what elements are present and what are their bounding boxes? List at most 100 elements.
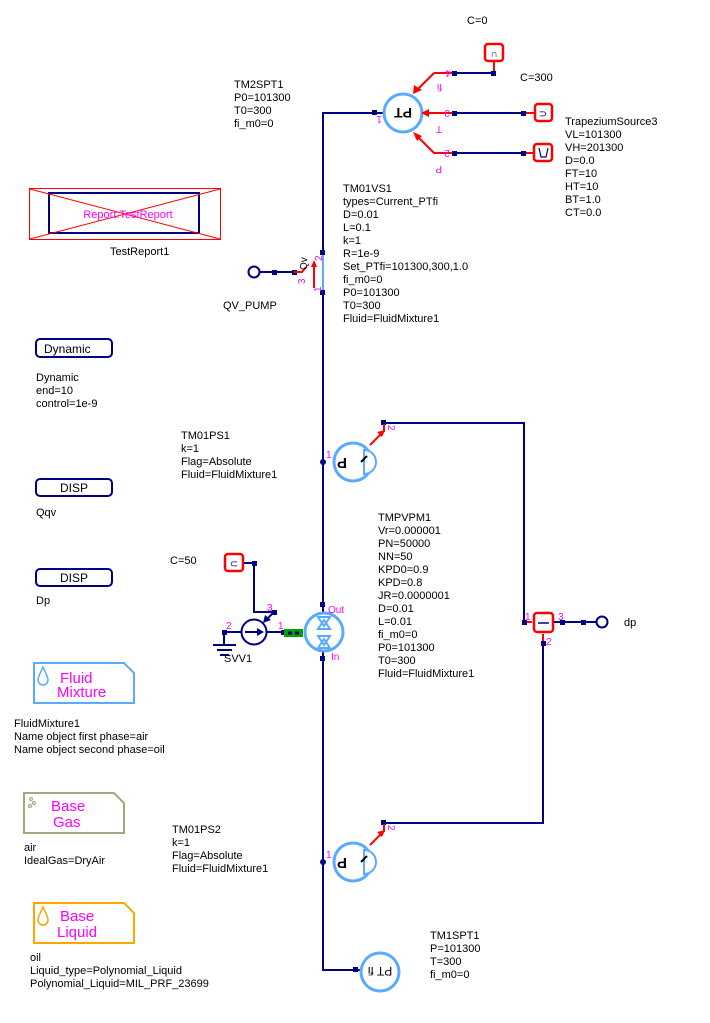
disp-button-qqv[interactable]: DISP <box>35 478 113 497</box>
tm1spt1-lines-0-text: TM1SPT1 <box>430 930 480 942</box>
qv_pump-pins-p2-text: 2 <box>314 255 325 261</box>
tm01vs1-lines-10-text: Fluid=FluidMixture1 <box>343 313 439 325</box>
trapezium-source[interactable] <box>532 142 554 163</box>
pressure-sensor-2[interactable]: P 1 2 <box>326 824 396 883</box>
rect-shape <box>222 630 227 635</box>
rect-shape <box>532 142 554 163</box>
polygon-shape <box>316 635 332 647</box>
test-report-name: TestReport1 <box>110 246 169 258</box>
constant-source-c50[interactable]: ⊂ <box>223 552 245 573</box>
rect-shape <box>288 631 292 635</box>
base_liquid-title_2-text: Liquid <box>57 924 97 941</box>
tmpvpm1-lines-8-text: L=0.01 <box>378 616 412 628</box>
tm2spt1-block[interactable]: PT 1 4 fi 3 T 2 P <box>376 62 534 174</box>
polyline-shape <box>417 72 435 90</box>
source-glyph-icon: ⊂ <box>230 559 238 570</box>
tm2spt1-pins-fi-text: fi <box>437 81 442 92</box>
svv1-valve[interactable]: 2 3 1 <box>213 561 303 656</box>
rect-shape <box>521 151 526 156</box>
rect-shape <box>35 338 113 358</box>
tm1spt1-lines-3-text: fi_m0=0 <box>430 969 469 981</box>
pressure-sensor-1[interactable]: P 1 2 <box>326 424 396 483</box>
tm01vs1-lines-3-text: L=0.1 <box>343 222 371 234</box>
rect-shape <box>521 111 526 116</box>
tm01ps2-lines-3-text: Fluid=FluidMixture1 <box>172 863 268 875</box>
rect-shape <box>381 420 386 425</box>
tm2spt1-params: TM2SPT1 P0=101300 T0=300 fi_m0=0 <box>234 79 291 130</box>
circle-shape <box>27 803 33 809</box>
base-liquid-block[interactable]: Base Liquid <box>33 902 135 944</box>
disp-button-dp[interactable]: DISP <box>35 568 113 587</box>
tmpvpm1-pins-out-text: Out <box>328 605 344 616</box>
tm1spt1-block[interactable]: PT fi <box>359 951 401 993</box>
c300-label: C=300 <box>520 72 553 84</box>
rect-shape <box>560 620 565 625</box>
tmpvpm1-pump[interactable]: Out In <box>303 605 345 663</box>
base-gas-block[interactable]: Base Gas <box>23 792 125 834</box>
polygon-shape <box>316 616 332 628</box>
tmpvpm1-lines-7-text: D=0.01 <box>378 603 414 615</box>
tm01ps2-pins-p1-text: 1 <box>326 850 332 861</box>
trapezium-lines-1-text: VL=101300 <box>565 129 622 141</box>
tm01ps2-lines-2-text: Flag=Absolute <box>172 850 243 862</box>
polygon-shape <box>263 615 271 623</box>
constant-source-c0[interactable]: ∩ <box>483 42 505 63</box>
circle-shape <box>320 859 326 865</box>
path-shape <box>363 448 377 476</box>
rect-shape <box>581 620 586 625</box>
rect-shape <box>35 568 113 587</box>
polygon-shape <box>413 132 422 141</box>
qv-pump-sensor[interactable]: Qv 2 3 1 <box>247 255 326 292</box>
c50-label: C=50 <box>170 555 197 567</box>
base_gas-title_1-text: Base <box>51 798 85 815</box>
tm01vs1-lines-2-text: D=0.01 <box>343 209 379 221</box>
tm01ps2-symbol-text: P <box>337 854 347 871</box>
base-gas-params: air IdealGas=DryAir <box>24 842 105 867</box>
main-wires <box>320 110 596 972</box>
rect-shape <box>48 192 200 234</box>
tm2spt1-lines-0-text: TM2SPT1 <box>234 79 284 91</box>
line-shape <box>29 188 221 240</box>
svv1-pins-p3-text: 3 <box>267 603 273 614</box>
gas-bubbles-icon <box>27 796 37 809</box>
rect-shape <box>272 270 277 275</box>
tm01vs1-params: TM01VS1 types=Current_PTfi D=0.01 L=0.1 … <box>343 183 468 325</box>
base_liquid-lines-1-text: Liquid_type=Polynomial_Liquid <box>30 965 182 977</box>
subtract-pins-p3-text: 3 <box>558 612 564 623</box>
fluid_mixture-lines-1-text: Name object first phase=air <box>14 731 149 743</box>
subtract-block[interactable]: 1 3 2 <box>522 611 586 648</box>
circle-shape <box>28 796 34 802</box>
fluid_mixture-lines-2-text: Name object second phase=oil <box>14 744 165 756</box>
tm01ps1-lines-3-text: Fluid=FluidMixture1 <box>181 469 277 481</box>
svv1-pins-p1-text: 1 <box>278 621 284 632</box>
tm01vs1-lines-7-text: fi_m0=0 <box>343 274 382 286</box>
dp-output-port[interactable] <box>595 615 609 629</box>
fluid-mixture-block[interactable]: Fluid Mixture <box>33 662 135 704</box>
tm2spt1-pins-P-text: P <box>435 163 442 174</box>
rect-shape <box>381 820 386 825</box>
tm01vs1-lines-9-text: T0=300 <box>343 300 381 312</box>
polyline-shape <box>244 562 274 613</box>
polyline-shape <box>322 652 361 971</box>
tmpvpm1-lines-0-text: TMPVPM1 <box>378 512 431 524</box>
polyline-shape <box>322 112 384 253</box>
dynamic-button[interactable]: Dynamic <box>35 338 113 358</box>
trapezium-lines-6-text: BT=1.0 <box>565 194 601 206</box>
tm01ps1-symbol-text: P <box>337 454 347 471</box>
base-liquid-params: oil Liquid_type=Polynomial_Liquid Polyno… <box>30 952 209 990</box>
polygon-shape <box>33 902 135 944</box>
circle-shape <box>31 800 37 806</box>
source-glyph-icon: ∩ <box>490 49 497 60</box>
tm2spt1-lines-3-text: fi_m0=0 <box>234 118 273 130</box>
tm2spt1-pins-p3-text: 3 <box>444 107 450 118</box>
rect-shape <box>533 102 554 123</box>
drop-icon <box>37 665 49 686</box>
drop-icon <box>37 905 49 926</box>
trapezium-lines-7-text: CT=0.0 <box>565 207 601 219</box>
rect-shape <box>320 250 325 255</box>
base_liquid-lines-2-text: Polynomial_Liquid=MIL_PRF_23699 <box>30 978 209 990</box>
tm01ps2-pins-p2-text: 2 <box>385 825 396 831</box>
test-report-block[interactable]: Report.TestReport <box>29 188 221 240</box>
constant-source-c300[interactable]: ⊃ <box>533 102 554 123</box>
disp-dp-name: Dp <box>36 595 50 607</box>
